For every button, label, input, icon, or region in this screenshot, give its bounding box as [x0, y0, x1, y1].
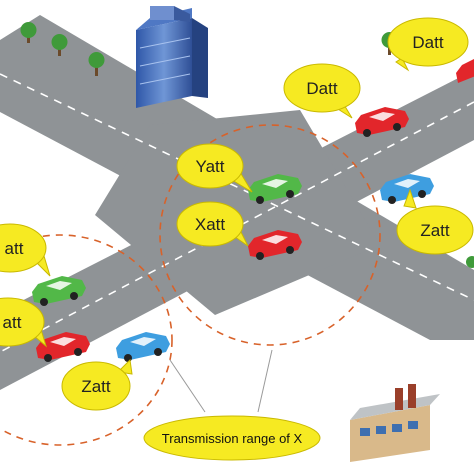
bubble-y-center: [176, 143, 253, 193]
lane-markings: [0, 73, 474, 353]
label-z-left-bottom: Zatt: [81, 377, 111, 396]
label-x-center: Xatt: [195, 215, 226, 234]
label-left-mid: att: [3, 313, 22, 332]
label-z-right: Zatt: [420, 221, 450, 240]
car-icon-green-left: [32, 276, 86, 306]
bubble-left-mid: [0, 297, 47, 348]
label-left-upper: att: [5, 239, 24, 258]
label-d-upper: Datt: [306, 79, 337, 98]
tree-icon: [20, 22, 37, 43]
caption-pointers: [169, 349, 273, 413]
tree-icon: [88, 52, 105, 76]
caption-label: Transmission range of X: [162, 431, 303, 446]
vehicles: [32, 59, 474, 362]
bubble-z-right: [396, 188, 474, 255]
range-circle-left: [0, 234, 173, 446]
car-icon-red-upper: [355, 107, 409, 137]
tree-icon: [466, 256, 474, 268]
label-d-top-right: Datt: [412, 33, 443, 52]
message-bubbles: [0, 17, 474, 411]
factory-icon: [350, 384, 440, 462]
trees: [20, 22, 474, 268]
car-icon-red-x: [248, 230, 302, 260]
tree-icon: [51, 34, 68, 56]
car-icon-blue-right: [380, 174, 434, 204]
bubble-z-left-bottom: [61, 358, 133, 411]
car-icon-red-top-right: [456, 59, 474, 83]
bubble-d-top-right: [387, 17, 469, 72]
transmission-range-caption: Transmission range of X: [143, 415, 321, 461]
range-circle-x: [159, 124, 381, 346]
office-building-icon: [136, 6, 208, 108]
bubble-x-center: [176, 201, 249, 247]
car-icon-blue-left: [116, 332, 170, 362]
bubble-left-upper: [0, 223, 51, 277]
label-y-center: Yatt: [196, 157, 225, 176]
bubble-d-upper: [283, 63, 361, 119]
car-icon-red-left: [36, 332, 90, 362]
bubble-labels: Datt Datt Yatt Xatt Zatt att att Zatt: [3, 33, 450, 396]
car-icon-green-y: [248, 174, 302, 204]
transmission-ranges: [0, 124, 381, 446]
